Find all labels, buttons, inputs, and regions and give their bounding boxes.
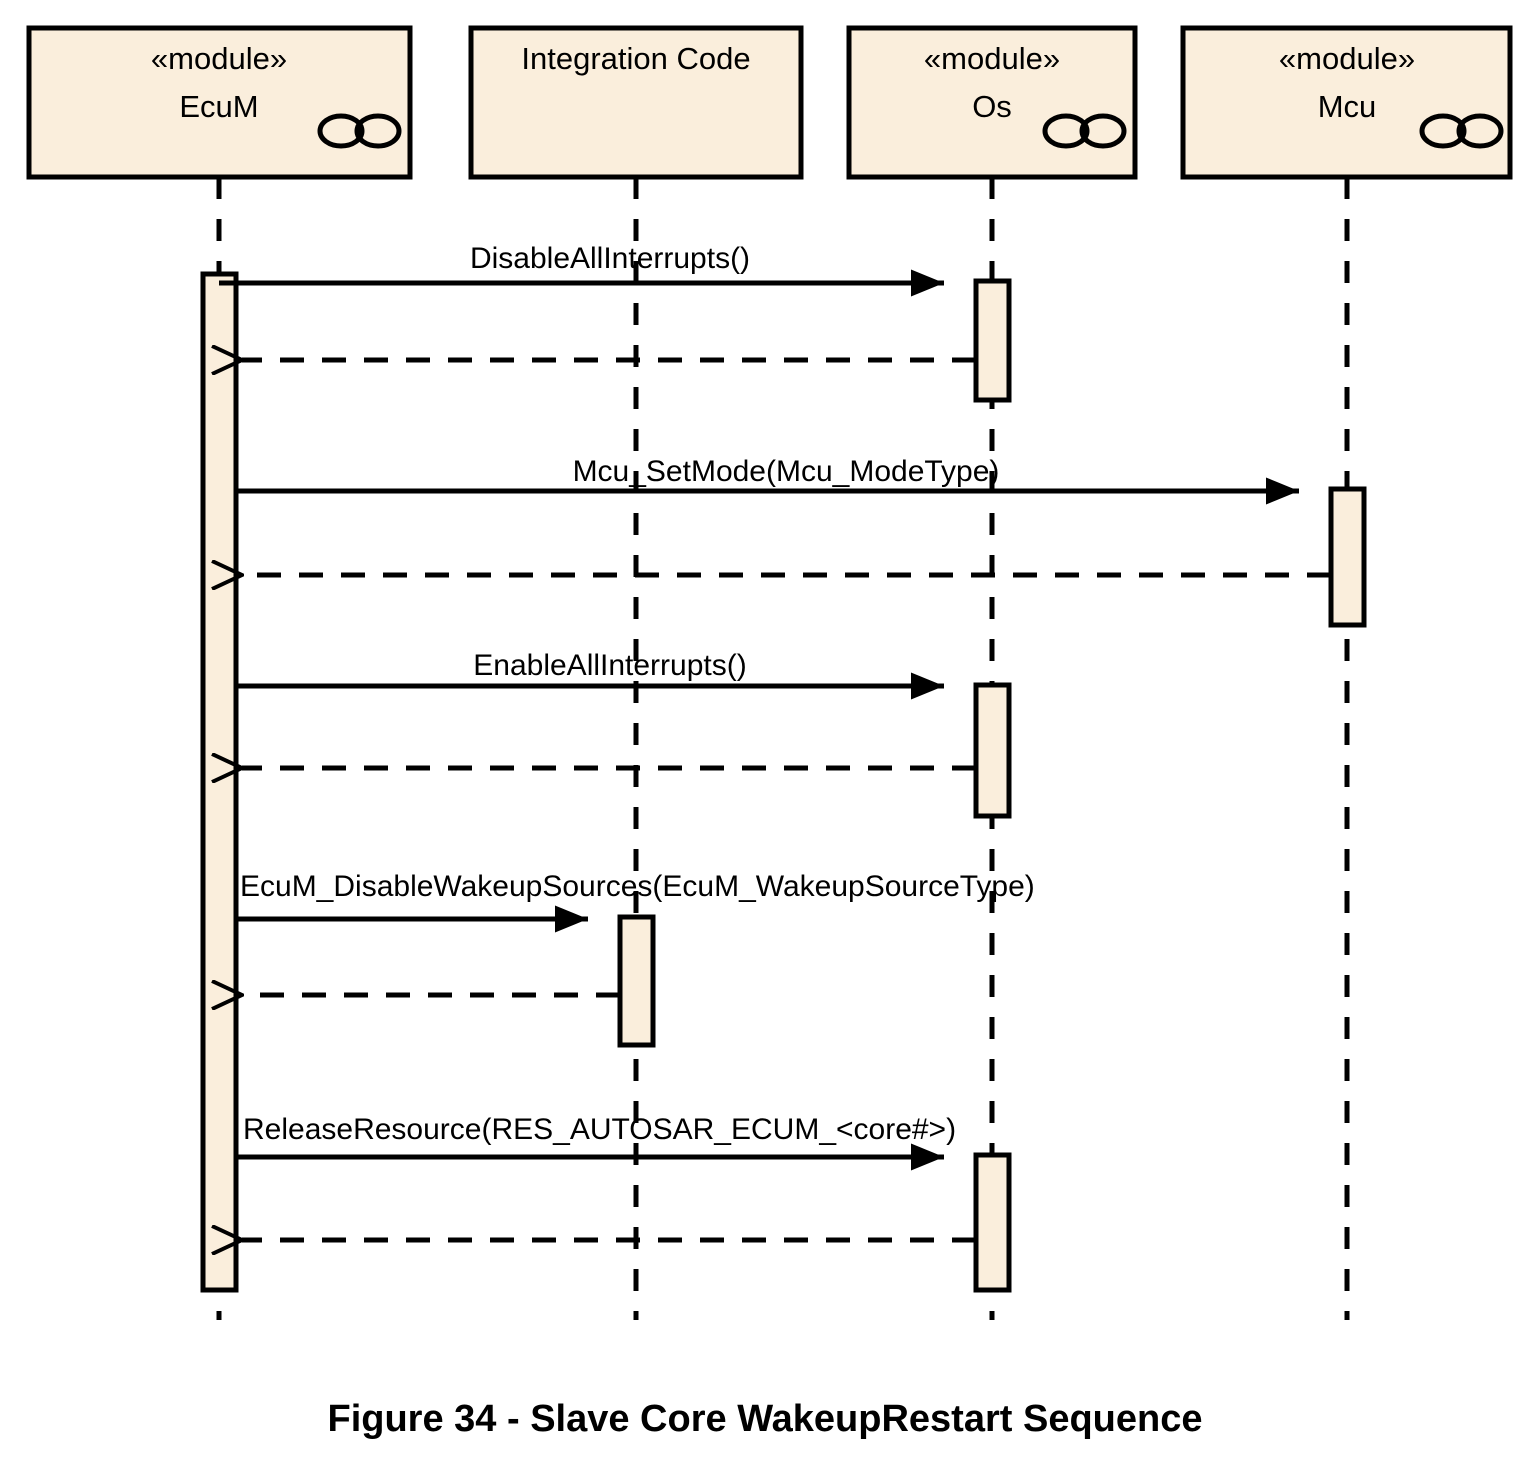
message-0-label: DisableAllInterrupts() <box>470 242 750 275</box>
participant-name-ecum: EcuM <box>179 89 258 124</box>
participant-head-mcu[interactable]: «module» Mcu <box>1180 25 1513 180</box>
participant-head-os[interactable]: «module» Os <box>846 25 1138 180</box>
ball-and-socket-icon <box>1042 113 1127 149</box>
participant-stereotype-mcu: «module» <box>1279 41 1415 76</box>
activation-bar-mcu-1 <box>1328 486 1367 628</box>
ball-and-socket-icon <box>317 113 402 149</box>
ball-and-socket-icon <box>1419 113 1504 149</box>
participant-name-mcu: Mcu <box>1318 89 1377 124</box>
participant-name-os: Os <box>972 89 1012 124</box>
participant-name-integration: Integration Code <box>521 41 750 76</box>
activation-bar-integration-1 <box>617 914 656 1048</box>
message-8-releaseresource[interactable]: ReleaseResource(RES_AUTOSAR_ECUM_<core#>… <box>236 1113 956 1171</box>
activation-bar-os-1 <box>973 278 1012 403</box>
participant-stereotype-os: «module» <box>924 41 1060 76</box>
participant-head-ecum[interactable]: «module» EcuM <box>26 25 413 180</box>
message-6-label: EcuM_DisableWakeupSources(EcuM_WakeupSou… <box>240 870 1035 903</box>
message-2-mcu-setmode[interactable]: Mcu_SetMode(Mcu_ModeType) <box>236 455 1299 505</box>
participant-head-integration[interactable]: Integration Code <box>468 25 804 180</box>
message-2-label: Mcu_SetMode(Mcu_ModeType) <box>573 455 1000 488</box>
participant-stereotype-ecum: «module» <box>151 41 287 76</box>
message-4-enableallinterrupts[interactable]: EnableAllInterrupts() <box>236 649 944 700</box>
activation-bar-ecum <box>200 271 239 1293</box>
figure-caption: Figure 34 - Slave Core WakeupRestart Seq… <box>327 1398 1202 1440</box>
activation-bar-os-2 <box>973 682 1012 819</box>
message-6-ecum-disablewakeupsources[interactable]: EcuM_DisableWakeupSources(EcuM_WakeupSou… <box>236 870 1035 933</box>
message-8-label: ReleaseResource(RES_AUTOSAR_ECUM_<core#>… <box>243 1113 956 1146</box>
activation-bar-os-3 <box>973 1152 1012 1293</box>
message-4-label: EnableAllInterrupts() <box>473 649 746 682</box>
message-0-disableallinterrupts[interactable]: DisableAllInterrupts() <box>219 242 944 297</box>
